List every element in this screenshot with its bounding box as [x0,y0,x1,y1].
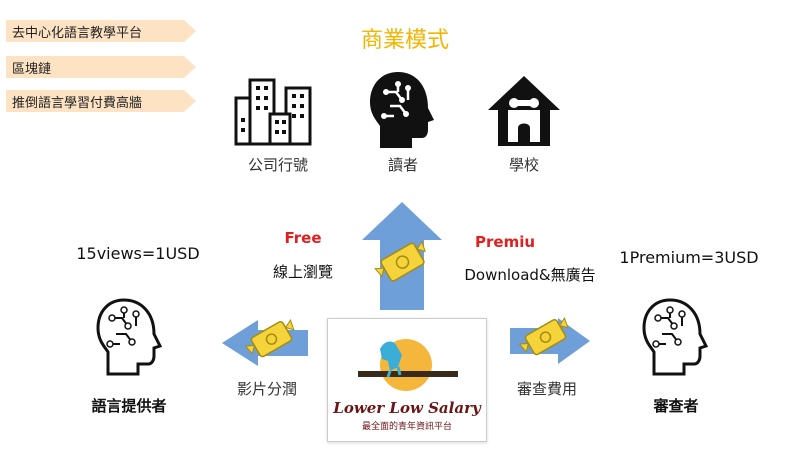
tag-label: 去中心化語言教學平台 [12,25,143,41]
tag-blockchain: 區塊鏈 [6,56,196,78]
school-icon [488,76,560,146]
reviewer-label: 審查者 [653,397,699,415]
right-rate: 1Premium=3USD [619,248,759,267]
logo-subtitle: 最全面的青年資訊平台 [361,422,452,432]
ai-head-outline-icon [642,298,709,376]
free-text: 線上瀏覽 [272,263,333,281]
logo-art [358,339,458,391]
logo-name: Lower Low Salary [333,399,481,417]
premium-heading: Premiu [475,233,536,251]
ai-head-outline-icon [96,298,163,376]
diagram-title: 商業模式 [360,28,449,53]
brand-logo: Lower Low Salary 最全面的青年資訊平台 [327,318,487,442]
tag-decentralized: 去中心化語言教學平台 [6,20,196,42]
premium-text: Download&無廣告 [464,266,596,284]
company-label: 公司行號 [247,156,308,174]
buildings-icon [234,78,312,146]
tag-label: 區塊鏈 [12,61,52,77]
reader-label: 讀者 [387,156,418,174]
tag-shape [6,20,196,42]
money-icon [518,316,569,356]
tag-shape [6,56,196,78]
left-flow-label: 影片分潤 [236,380,297,398]
tag-shape [6,90,196,112]
school-label: 學校 [508,156,539,174]
right-flow-label: 審查費用 [516,380,577,398]
tag-paywall: 推倒語言學習付費高牆 [6,90,196,112]
ai-head-icon [370,72,434,148]
tag-label: 推倒語言學習付費高牆 [12,95,143,111]
left-rate: 15views=1USD [76,244,200,263]
provider-label: 語言提供者 [91,397,167,415]
money-icon [374,240,426,282]
money-icon [244,318,295,358]
free-heading: Free [284,229,322,247]
